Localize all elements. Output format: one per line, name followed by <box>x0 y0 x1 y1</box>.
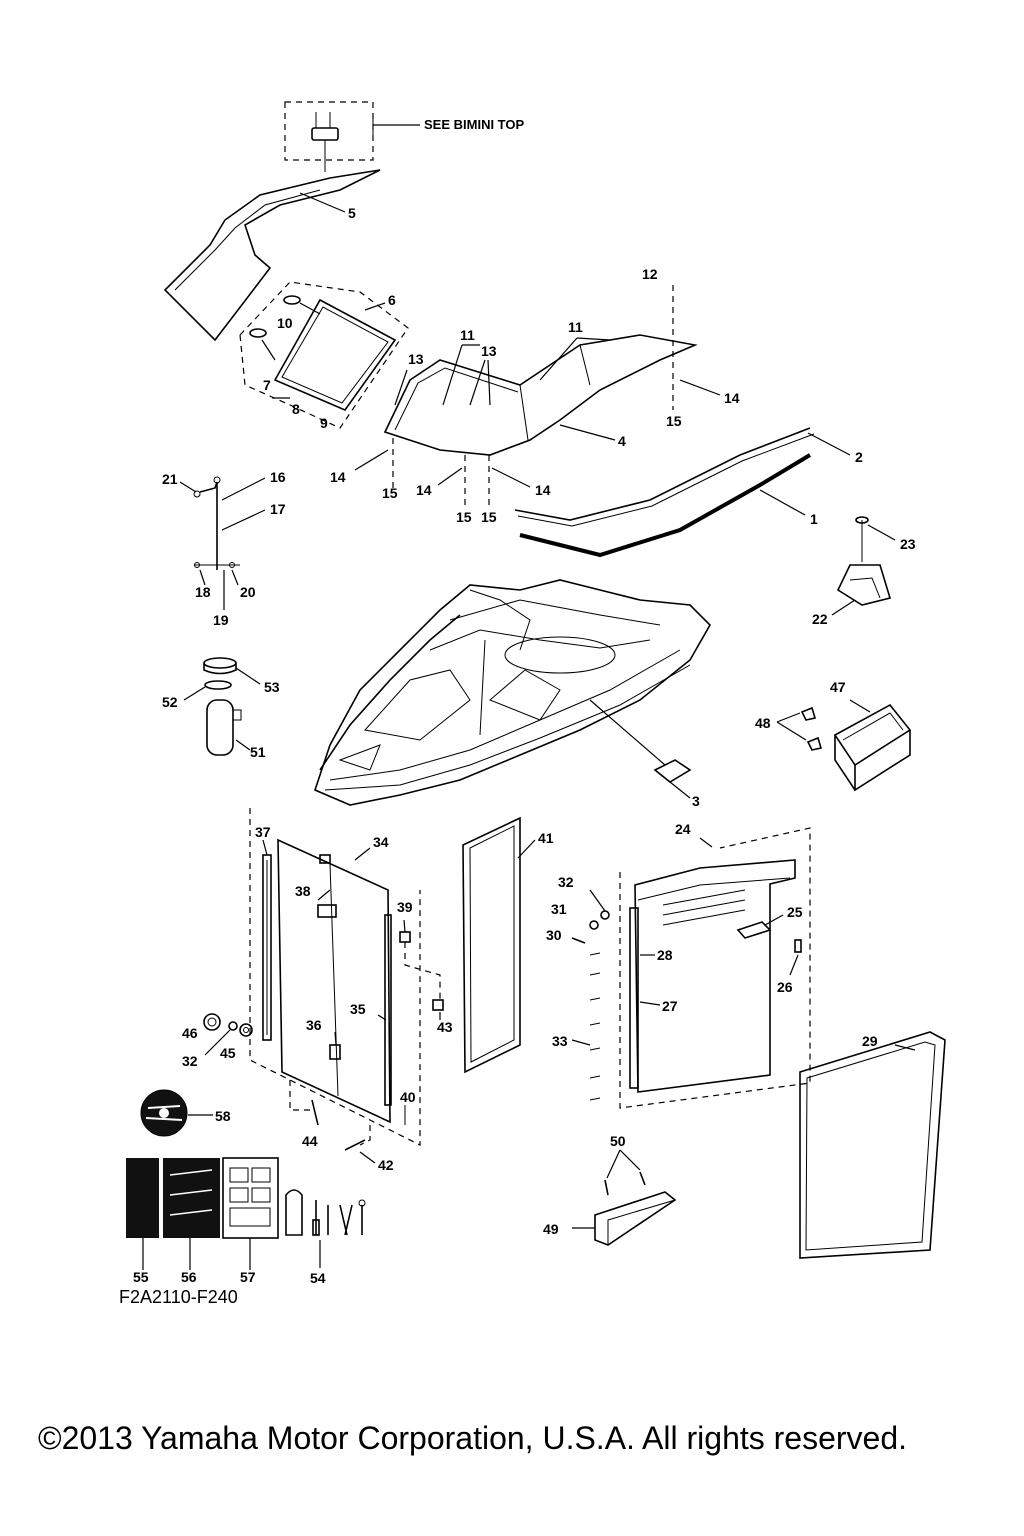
callout-41: 41 <box>538 830 554 846</box>
callout-56: 56 <box>181 1269 197 1285</box>
callout-30: 30 <box>546 927 562 943</box>
seal-part-29: 29 <box>799 1031 946 1259</box>
callout-3: 3 <box>692 793 700 809</box>
callout-14c: 14 <box>416 482 432 498</box>
callout-15c: 15 <box>456 509 472 525</box>
callout-45: 45 <box>220 1045 236 1061</box>
callout-14d: 14 <box>535 482 551 498</box>
door-assembly-34: 38 36 35 34 37 39 43 40 44 42 46 32 45 <box>182 808 453 1173</box>
callout-4: 4 <box>618 433 626 449</box>
callout-42: 42 <box>378 1157 394 1173</box>
callout-36: 36 <box>306 1017 322 1033</box>
see-bimini-top-note: SEE BIMINI TOP <box>424 117 524 132</box>
callout-23: 23 <box>900 536 916 552</box>
callout-28: 28 <box>657 947 673 963</box>
callout-19: 19 <box>213 612 229 628</box>
callout-26: 26 <box>777 979 793 995</box>
callout-21: 21 <box>162 471 178 487</box>
copyright-notice: ©2013 Yamaha Motor Corporation, U.S.A. A… <box>38 1420 907 1456</box>
callout-51: 51 <box>250 744 266 760</box>
callout-48: 48 <box>755 715 771 731</box>
callout-49: 49 <box>543 1221 559 1237</box>
callout-50: 50 <box>610 1133 626 1149</box>
rub-rail-parts: 2 1 <box>514 427 863 558</box>
owner-kit-parts: 58 55 56 57 54 <box>126 1089 366 1286</box>
callout-34: 34 <box>373 834 389 850</box>
callout-11b: 11 <box>568 319 583 335</box>
callout-20: 20 <box>240 584 256 600</box>
bimini-bracket-group: SEE BIMINI TOP <box>284 101 524 172</box>
bracket-part-22-23: 23 22 <box>812 516 916 627</box>
windshield-frame-part-5: 5 <box>163 169 381 342</box>
diagram-code: F2A2110-F240 <box>119 1287 238 1307</box>
door-assembly-24: 25 26 28 27 24 33 30 31 32 <box>546 821 811 1109</box>
callout-40: 40 <box>400 1089 416 1105</box>
callout-15d: 15 <box>481 509 497 525</box>
callout-44: 44 <box>302 1133 318 1149</box>
tray-parts-49-50: 50 49 <box>543 1133 677 1246</box>
callout-14a: 14 <box>724 390 740 406</box>
callout-54: 54 <box>310 1270 326 1286</box>
callout-25: 25 <box>787 904 803 920</box>
callout-58: 58 <box>215 1108 231 1124</box>
callout-13a: 13 <box>481 343 497 359</box>
callout-2: 2 <box>855 449 863 465</box>
callout-1: 1 <box>810 511 818 527</box>
callout-43: 43 <box>437 1019 453 1035</box>
callout-24: 24 <box>675 821 691 837</box>
callout-31: 31 <box>551 901 567 917</box>
callout-33: 33 <box>552 1033 568 1049</box>
callout-6: 6 <box>388 292 396 308</box>
grab-rod-parts: 16 17 21 18 19 20 <box>162 469 286 628</box>
callout-22: 22 <box>812 611 828 627</box>
callout-39: 39 <box>397 899 413 915</box>
callout-32b: 32 <box>558 874 574 890</box>
callout-38: 38 <box>295 883 311 899</box>
seal-part-41: 41 <box>462 816 554 1074</box>
callout-15a: 15 <box>666 413 682 429</box>
callout-35: 35 <box>350 1001 366 1017</box>
vent-parts-47-48: 48 47 <box>755 679 912 792</box>
callout-53: 53 <box>264 679 280 695</box>
callout-55: 55 <box>133 1269 149 1285</box>
callout-18: 18 <box>195 584 211 600</box>
callout-57: 57 <box>240 1269 256 1285</box>
callout-11a: 11 <box>460 327 475 343</box>
callout-47: 47 <box>830 679 846 695</box>
callout-17: 17 <box>270 501 286 517</box>
callout-10: 10 <box>277 315 293 331</box>
callout-37: 37 <box>255 824 271 840</box>
callout-16: 16 <box>270 469 286 485</box>
glass-panel-group: 6 10 7 8 9 <box>239 281 409 431</box>
callout-13b: 13 <box>408 351 424 367</box>
callout-5: 5 <box>348 205 356 221</box>
cup-holder-parts: 53 52 51 <box>162 657 280 760</box>
callout-8: 8 <box>292 401 300 417</box>
callout-52: 52 <box>162 694 178 710</box>
callout-14b: 14 <box>330 469 346 485</box>
callout-7: 7 <box>263 377 271 393</box>
windshield-part-4: 4 11 11 13 13 12 14 15 14 15 14 14 15 15 <box>330 266 740 525</box>
callout-15b: 15 <box>382 485 398 501</box>
callout-12: 12 <box>642 266 658 282</box>
callout-9: 9 <box>320 415 328 431</box>
boat-hull: 3 <box>314 579 711 809</box>
callout-27: 27 <box>662 998 678 1014</box>
callout-46: 46 <box>182 1025 198 1041</box>
callout-32a: 32 <box>182 1053 198 1069</box>
callout-29: 29 <box>862 1033 878 1049</box>
